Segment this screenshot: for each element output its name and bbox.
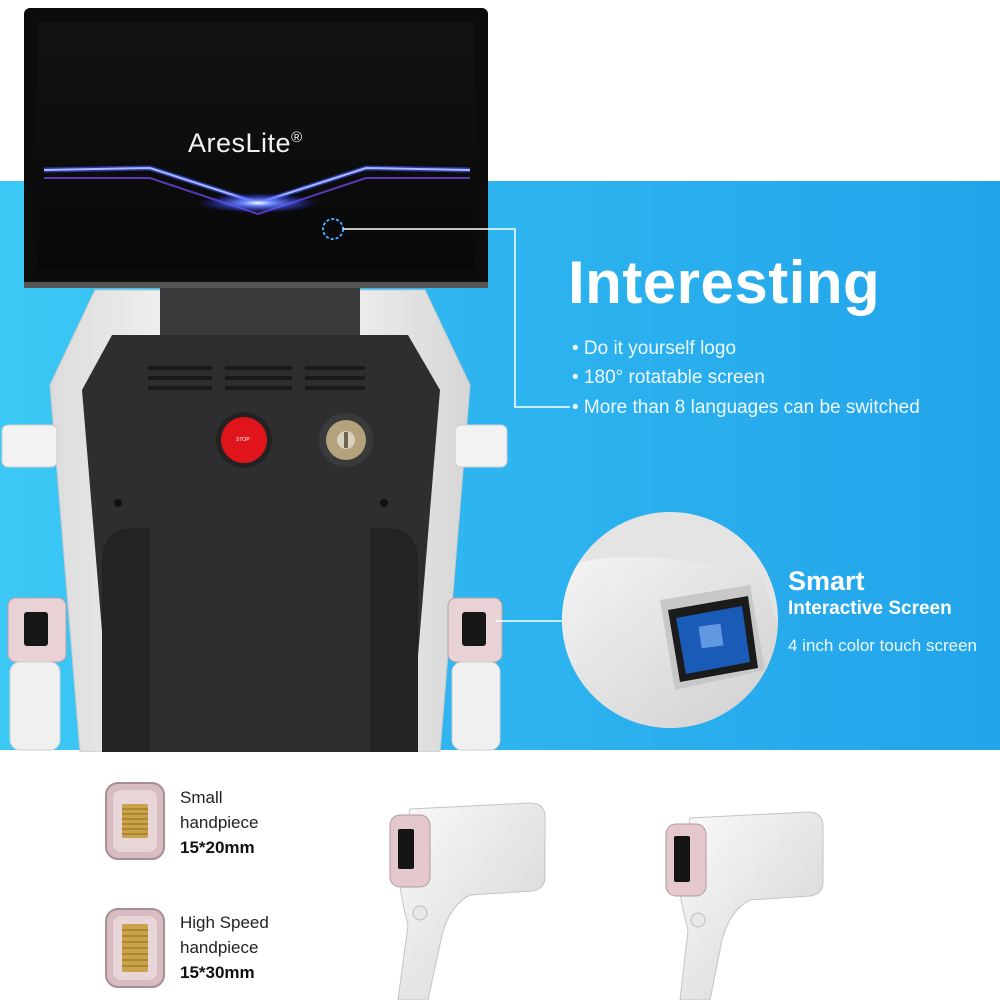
touch-screen-closeup xyxy=(562,512,778,728)
small-handpiece-label: Small handpiece 15*20mm xyxy=(180,785,258,860)
smart-subtitle: Interactive Screen xyxy=(788,598,952,619)
handpiece-size: 15*30mm xyxy=(180,963,255,982)
handpiece-name-line1: High Speed xyxy=(180,913,269,932)
screen-brand-logo: AresLite® xyxy=(188,128,303,158)
feature-item: • Do it yourself logo xyxy=(572,338,737,359)
stop-button-label: STOP xyxy=(236,437,250,443)
feature-item: • More than 8 languages can be switched xyxy=(572,397,920,418)
small-handpiece-tip-icon xyxy=(105,782,165,860)
high-speed-handpiece-image xyxy=(665,811,824,1000)
handpiece-name-line2: handpiece xyxy=(180,938,259,957)
feature-item: • 180° rotatable screen xyxy=(572,367,765,388)
high-speed-handpiece-tip-icon xyxy=(105,908,165,988)
smart-description: 4 inch color touch screen xyxy=(788,636,977,655)
handpiece-name-line1: Small xyxy=(180,788,223,807)
small-handpiece-image xyxy=(389,802,546,1000)
handpiece-size: 15*20mm xyxy=(180,838,255,857)
feature-title: Interesting xyxy=(568,249,881,316)
handpiece-name-line2: handpiece xyxy=(180,813,259,832)
high-speed-handpiece-label: High Speed handpiece 15*30mm xyxy=(180,910,269,985)
callout-lines xyxy=(0,0,1000,752)
smart-title: Smart xyxy=(788,566,865,596)
